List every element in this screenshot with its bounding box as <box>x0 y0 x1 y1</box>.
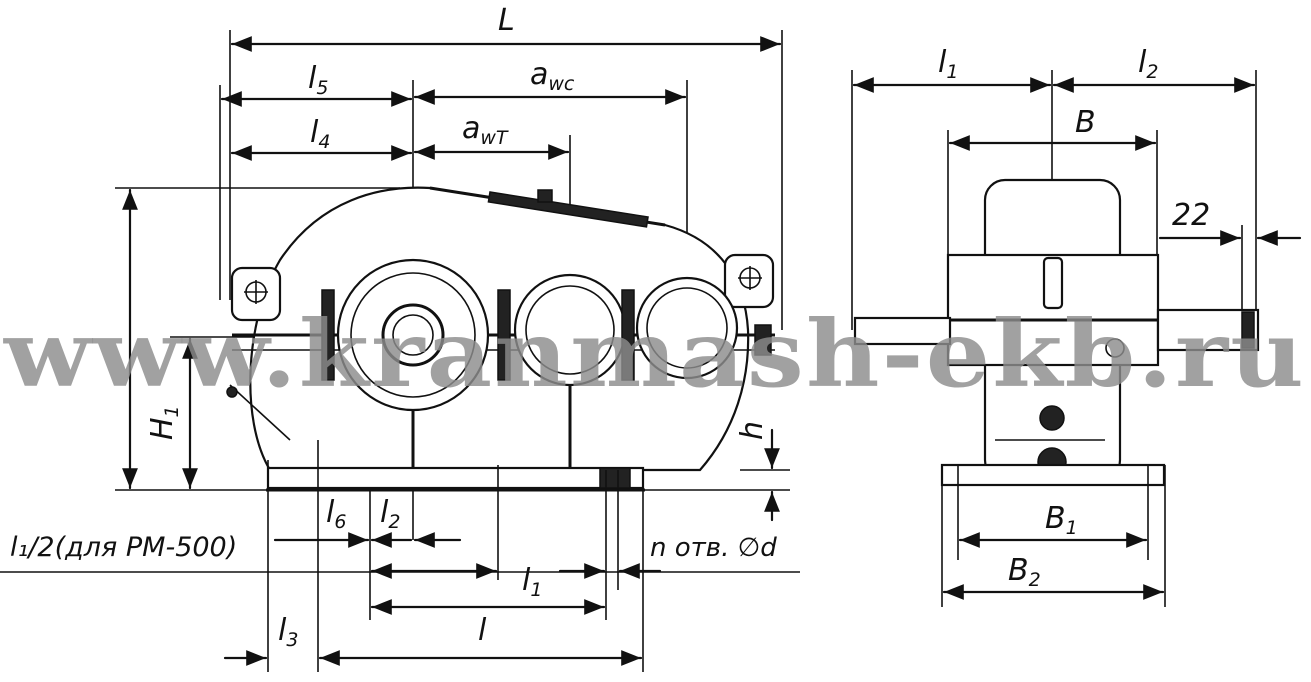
label-l1-half: l₁/2(для РМ-500) <box>10 532 237 563</box>
label-l3-sub: 3 <box>286 629 298 651</box>
side-oil-drain <box>1039 405 1065 431</box>
label-H1: H1 <box>145 405 183 440</box>
label-l1-main: l <box>522 563 531 598</box>
flange-bolt-1 <box>321 289 335 381</box>
flange-bolt-3 <box>621 289 635 381</box>
label-side-l2-sub: 2 <box>1146 61 1158 83</box>
label-B2-main: B <box>1008 553 1029 588</box>
label-L: L <box>498 3 515 38</box>
label-B1: B1 <box>1045 501 1078 539</box>
label-awt-sub: wT <box>480 127 509 149</box>
label-B1-sub: 1 <box>1066 517 1078 539</box>
label-awc: awc <box>530 57 575 95</box>
label-awt: awT <box>462 111 509 149</box>
watermark-text: www.kranmash-ekb.ru <box>3 300 1306 408</box>
output-shaft-bore <box>392 314 434 356</box>
label-l6-main: l <box>326 495 335 530</box>
oil-gauge-rod <box>229 384 291 441</box>
label-awc-sub: wc <box>548 73 575 95</box>
foot-bolt <box>599 467 631 489</box>
side-base <box>940 463 1166 487</box>
label-awc-main: a <box>530 57 548 92</box>
output-shaft <box>381 303 445 367</box>
label-side-l2-main: l <box>1138 45 1147 80</box>
label-side-l1-sub: 1 <box>946 61 958 83</box>
label-B2: B2 <box>1008 553 1041 591</box>
cover-rib <box>487 191 649 228</box>
front-view <box>0 30 800 672</box>
side-vent <box>1042 256 1064 310</box>
base-plate <box>266 466 645 490</box>
label-l1-sub: 1 <box>530 579 542 601</box>
label-l3: l3 <box>278 613 298 651</box>
dimension-labels: L l5 awc l4 awT H1 h l₁/2(для РМ-500) l6… <box>10 3 1210 651</box>
label-h: h <box>735 421 770 440</box>
label-l4-main: l <box>310 115 319 150</box>
input-bearing-boss <box>635 276 739 380</box>
label-l6-sub: 6 <box>334 511 346 533</box>
label-side-l1-main: l <box>938 45 947 80</box>
label-side-l1: l1 <box>938 45 958 83</box>
label-l4: l4 <box>310 115 330 153</box>
side-shaft-left <box>853 316 952 346</box>
label-H1-sub: 1 <box>161 405 183 417</box>
label-l5: l5 <box>308 61 328 99</box>
label-l4-sub: 4 <box>318 131 330 153</box>
flange-bolt-2 <box>497 289 511 381</box>
label-l2: l2 <box>380 495 400 533</box>
label-awt-main: a <box>462 111 480 146</box>
label-22: 22 <box>1172 198 1210 233</box>
lifting-lug-right <box>723 253 775 309</box>
flange-bolt-4 <box>754 324 772 356</box>
label-side-l2: l2 <box>1138 45 1158 83</box>
intermediate-boss-inner <box>525 285 615 375</box>
label-holes: n отв. ∅d <box>650 533 777 563</box>
label-l5-main: l <box>308 61 317 96</box>
label-B2-sub: 2 <box>1029 569 1041 591</box>
label-l6: l6 <box>326 495 346 533</box>
label-l1: l1 <box>522 563 542 601</box>
side-bolt-hole <box>1105 338 1125 358</box>
label-l: l <box>478 613 487 648</box>
label-l2-sub: 2 <box>388 511 400 533</box>
output-boss-inner <box>350 272 476 398</box>
shaft-key <box>1241 311 1255 349</box>
oil-gauge-knob <box>226 386 238 398</box>
label-B: B <box>1075 105 1096 140</box>
side-view <box>851 70 1302 607</box>
input-boss-inner <box>646 287 728 369</box>
label-l3-main: l <box>278 613 287 648</box>
label-H1-main: H <box>145 417 180 440</box>
label-B1-main: B <box>1045 501 1066 536</box>
label-l5-sub: 5 <box>316 77 328 99</box>
label-l2-main: l <box>380 495 389 530</box>
vent-plug <box>537 189 553 203</box>
